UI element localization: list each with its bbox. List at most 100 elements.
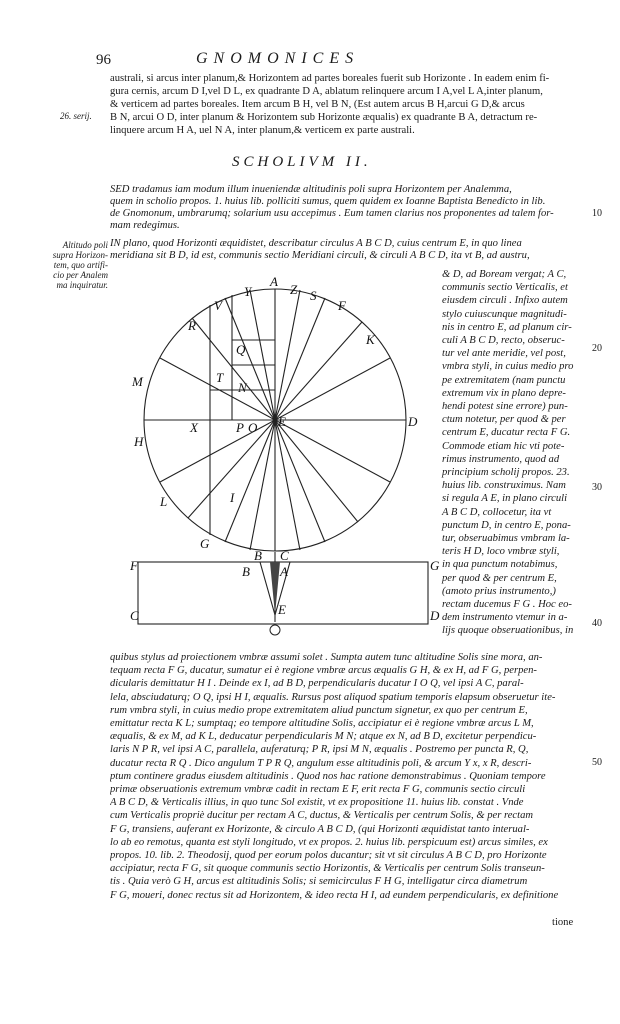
sun-icon	[269, 624, 281, 636]
label-x: X	[189, 420, 199, 435]
label-y: Y	[244, 284, 253, 299]
text-line: communis sectio Verticalis, et	[442, 282, 568, 294]
label-b: B	[254, 548, 262, 563]
text-line: propos. 10. lib. 2. Theodosij, quod per …	[110, 850, 547, 862]
text-line: quem in scholio propos. 1. huius lib. po…	[110, 196, 546, 207]
intro-paragraph: SED tradamus iam modum illum inueniendæ …	[110, 184, 588, 232]
top-paragraph: australi, si arcus inter planum,& Horizo…	[110, 72, 588, 137]
label-g-rect: G	[430, 558, 440, 573]
label-m: M	[131, 374, 144, 389]
text-line: mam redegimus.	[110, 220, 180, 231]
text-line: æqualis, & ex M, ad K L, deducatur perpe…	[110, 731, 537, 743]
text-line: (amoto prius instrumento,)	[442, 585, 556, 597]
label-f-rect: F	[130, 558, 139, 573]
text-line: B N, arcui O D, inter planum & Horizonte…	[110, 112, 538, 123]
label-o: O	[248, 420, 258, 435]
text-line: & verticem ad partes boreales. Item arcu…	[110, 99, 525, 110]
text-line: rimus instrumento, quod ad	[442, 453, 560, 465]
label-v: V	[214, 298, 224, 313]
label-r: R	[187, 318, 196, 333]
text-line: primæ obseruationis extremum vmbræ cadit…	[110, 784, 526, 796]
text-line: huius lib. construximus. Nam	[442, 480, 566, 492]
text-line: F G, moueri, donec rectus sit ad Horizon…	[110, 889, 559, 901]
text-line: de Gnomonum, umbrarumq; solarium usu acc…	[110, 208, 554, 219]
label-a: A	[269, 274, 278, 289]
label-t: T	[216, 370, 224, 385]
text-line: ducatur recta R Q . Dico angulum T P R Q…	[110, 757, 532, 769]
text-line: tur vel ante meridie, vel post,	[442, 348, 566, 360]
text-line: & D, ad Boream vergat; A C,	[442, 269, 567, 280]
text-line: SED tradamus iam modum illum inueniendæ …	[110, 184, 512, 195]
text-line: tis . Quia verò G H, arcus est altitudin…	[110, 876, 528, 888]
line-number: 30	[592, 482, 602, 493]
label-h: H	[133, 434, 144, 449]
line-number: 10	[592, 208, 602, 219]
text-line: quibus stylus ad proiectionem vmbræ assu…	[110, 652, 543, 663]
text-line: lijs quoque obseruationibus, in	[442, 625, 574, 637]
label-l: L	[159, 494, 167, 509]
label-q: Q	[236, 342, 246, 357]
text-line: si regula A E, in plano circuli	[442, 493, 568, 505]
text-line: centrum E, ducatur recta F G.	[442, 427, 571, 439]
text-line: ptum continere gradus eiusdem altitudini…	[110, 770, 546, 782]
text-line: dem instrumento vtemur in a-	[442, 612, 568, 624]
label-e-rect: E	[277, 602, 286, 617]
margin-note-left: 26. serij.	[60, 111, 92, 121]
text-line: extremum vix in plano depre-	[442, 387, 566, 399]
rectangle-fgcd	[137, 561, 429, 625]
label-p: P	[235, 420, 244, 435]
label-i: I	[229, 490, 235, 505]
text-line: hendi potest sine errore) pun-	[442, 401, 568, 413]
text-line: A B C D, & Verticalis illius, in quo tun…	[110, 797, 524, 809]
catchword: tione	[552, 917, 574, 928]
label-b-rect: B	[242, 564, 250, 579]
bottom-paragraph: quibus stylus ad proiectionem vmbræ assu…	[110, 651, 590, 902]
text-line: dicularis demittatur H I . Deinde ex I, …	[110, 678, 524, 690]
text-line: nis in centro E, ad planum cir-	[442, 321, 572, 333]
text-line: stylo cuiuscunque magnitudi-	[442, 308, 567, 320]
gnomon-shadow	[270, 562, 280, 615]
margin-note-left: Altitudo poli supra Horizon- tem, quo ar…	[52, 240, 108, 290]
text-line: A B C D, collocetur, ita vt	[442, 506, 552, 518]
running-head: GNOMONICES	[196, 50, 360, 67]
text-line: teris H D, loco vmbræ styli,	[442, 546, 560, 558]
text-line: rum vmbra styli, in cuius medio prope ex…	[110, 704, 528, 716]
line-number: 20	[592, 343, 602, 354]
text-line: lo ab eo remotus, quanta est styli longi…	[110, 836, 548, 848]
first-line: IN plano, quod Horizonti æquidistet, des…	[110, 238, 530, 261]
text-line: lela, absciudaturq; O Q, ipsi H I, æqual…	[110, 691, 556, 703]
text-line: per quod & per centrum E,	[442, 572, 557, 584]
label-f: F	[337, 298, 347, 313]
label-s: S	[310, 288, 317, 303]
label-n: N	[237, 380, 248, 395]
text-line: ctum notetur, per quod & per	[442, 414, 566, 426]
text-line: emittatur recta K L; sumptaq; eo tempore…	[110, 718, 534, 730]
text-line: tequam recta F G, ducatur, sumatur ei è …	[110, 665, 537, 677]
label-g: G	[200, 536, 210, 551]
label-a-rect: A	[279, 564, 288, 579]
text-line: laris N P R, vel ipsi A C, parallela, au…	[110, 744, 529, 756]
label-k: K	[365, 332, 376, 347]
side-column-text: & D, ad Boream vergat; A C, communis sec…	[442, 268, 588, 638]
text-line: in qua punctum notabimus,	[442, 559, 558, 571]
text-line: eiusdem circuli . Infixo autem	[442, 295, 568, 307]
label-z: Z	[290, 282, 298, 297]
line-number: 50	[592, 757, 602, 768]
text-line: rectam ducemus F G . Hoc eo-	[442, 599, 572, 611]
text-line: vmbra styli, in cuius medio pro	[442, 361, 574, 373]
line-number: 40	[592, 618, 602, 629]
text-line: F G, transiens, auferant ex Horizonte, &…	[110, 823, 530, 835]
text-line: tur, obseruabimus vmbram la-	[442, 533, 570, 545]
page-number: 96	[96, 52, 111, 68]
text-line: Commode etiam hic vti pote-	[442, 440, 565, 452]
text-line: punctum D, in centro E, pona-	[442, 519, 571, 531]
text-line: linquere arcum H A, uel N A, inter planu…	[110, 125, 415, 136]
text-line: australi, si arcus inter planum,& Horizo…	[110, 73, 550, 84]
label-e: E	[277, 414, 286, 429]
text-line: pe extremitatem (nam punctu	[442, 374, 566, 386]
text-line: principium scholij propos. 23.	[442, 467, 570, 479]
text-line: gura cernis, arcum D I,vel D L, ex quadr…	[110, 86, 543, 97]
label-d-rect: D	[429, 608, 440, 623]
analemma-figure: A H D M L K G F E I X O P R S V Y Z B C …	[130, 274, 440, 636]
section-heading: SCHOLIVM II.	[232, 154, 372, 170]
